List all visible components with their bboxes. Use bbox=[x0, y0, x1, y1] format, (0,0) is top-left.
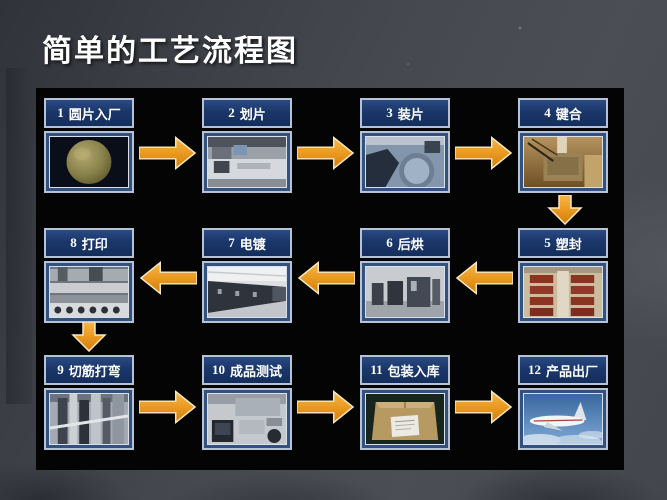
step-label: 产品出厂 bbox=[545, 363, 598, 379]
step-label: 打印 bbox=[81, 236, 108, 252]
step-box-8: 8 打印 bbox=[44, 228, 134, 323]
step-number: 8 bbox=[70, 235, 77, 250]
step-box-4: 4 键合 bbox=[518, 98, 608, 193]
wire-bonder-photo bbox=[524, 137, 602, 187]
step-9-photo bbox=[44, 388, 134, 450]
wafer-photo bbox=[50, 137, 128, 187]
step-label: 电镀 bbox=[239, 236, 266, 252]
step-8-header: 8 打印 bbox=[44, 228, 134, 258]
step-12-header: 12 产品出厂 bbox=[518, 355, 608, 385]
step-label: 键合 bbox=[555, 106, 582, 122]
baking-oven-photo bbox=[366, 267, 444, 317]
step-number: 1 bbox=[57, 105, 64, 120]
marking-machine-photo bbox=[50, 267, 128, 317]
step-number: 10 bbox=[211, 362, 225, 377]
step-number: 6 bbox=[386, 235, 393, 250]
step-1-photo bbox=[44, 131, 134, 193]
step-box-1: 1 圆片入厂 bbox=[44, 98, 134, 193]
step-12-photo bbox=[518, 388, 608, 450]
step-4-photo bbox=[518, 131, 608, 193]
step-number: 7 bbox=[228, 235, 235, 250]
step-label: 圆片入厂 bbox=[68, 106, 121, 122]
arrow-down-4-5-icon bbox=[547, 195, 583, 225]
airplane-photo bbox=[524, 394, 602, 444]
step-3-photo bbox=[360, 131, 450, 193]
arrow-right-3-4-icon bbox=[455, 136, 513, 170]
step-number: 9 bbox=[57, 362, 64, 377]
step-9-header: 9 切筋打弯 bbox=[44, 355, 134, 385]
plating-line-photo bbox=[208, 267, 286, 317]
step-box-3: 3 装片 bbox=[360, 98, 450, 193]
step-number: 4 bbox=[544, 105, 551, 120]
background-texture bbox=[6, 68, 32, 404]
step-label: 划片 bbox=[239, 106, 266, 122]
arrow-right-9-10-icon bbox=[139, 390, 197, 424]
step-box-5: 5 塑封 bbox=[518, 228, 608, 323]
step-6-photo bbox=[360, 261, 450, 323]
arrow-right-11-12-icon bbox=[455, 390, 513, 424]
step-label: 装片 bbox=[397, 106, 424, 122]
arrow-left-6-7-icon bbox=[297, 261, 355, 295]
step-label: 切筋打弯 bbox=[68, 363, 121, 379]
arrow-down-8-9-icon bbox=[71, 322, 107, 352]
step-10-header: 10 成品测试 bbox=[202, 355, 292, 385]
step-box-10: 10 成品测试 bbox=[202, 355, 292, 450]
step-2-photo bbox=[202, 131, 292, 193]
step-2-header: 2 划片 bbox=[202, 98, 292, 128]
step-box-11: 11 包装入库 bbox=[360, 355, 450, 450]
step-7-header: 7 电镀 bbox=[202, 228, 292, 258]
step-8-photo bbox=[44, 261, 134, 323]
page-title: 简单的工艺流程图 bbox=[42, 35, 298, 68]
step-7-photo bbox=[202, 261, 292, 323]
test-station-photo bbox=[208, 394, 286, 444]
packing-box-photo bbox=[366, 394, 444, 444]
step-number: 5 bbox=[544, 235, 551, 250]
arrow-right-1-2-icon bbox=[139, 136, 197, 170]
step-number: 11 bbox=[370, 362, 383, 377]
step-label: 成品测试 bbox=[229, 363, 282, 379]
step-4-header: 4 键合 bbox=[518, 98, 608, 128]
step-label: 包装入库 bbox=[387, 363, 440, 379]
step-5-header: 5 塑封 bbox=[518, 228, 608, 258]
step-number: 3 bbox=[386, 105, 393, 120]
arrow-left-7-8-icon bbox=[139, 261, 197, 295]
arrow-right-2-3-icon bbox=[297, 136, 355, 170]
step-box-2: 2 划片 bbox=[202, 98, 292, 193]
step-number: 2 bbox=[228, 105, 235, 120]
die-attach-machine-photo bbox=[366, 137, 444, 187]
arrow-right-10-11-icon bbox=[297, 390, 355, 424]
step-box-9: 9 切筋打弯 bbox=[44, 355, 134, 450]
step-6-header: 6 后烘 bbox=[360, 228, 450, 258]
step-1-header: 1 圆片入厂 bbox=[44, 98, 134, 128]
trim-form-machine-photo bbox=[50, 394, 128, 444]
step-box-7: 7 电镀 bbox=[202, 228, 292, 323]
step-label: 后烘 bbox=[397, 236, 424, 252]
step-11-header: 11 包装入库 bbox=[360, 355, 450, 385]
step-3-header: 3 装片 bbox=[360, 98, 450, 128]
step-10-photo bbox=[202, 388, 292, 450]
dicing-machine-photo bbox=[208, 137, 286, 187]
step-box-6: 6 后烘 bbox=[360, 228, 450, 323]
step-label: 塑封 bbox=[555, 236, 582, 252]
flow-diagram: 1 圆片入厂 2 划片 bbox=[36, 88, 624, 470]
step-5-photo bbox=[518, 261, 608, 323]
step-11-photo bbox=[360, 388, 450, 450]
step-number: 12 bbox=[527, 362, 541, 377]
arrow-left-5-6-icon bbox=[455, 261, 513, 295]
molding-press-photo bbox=[524, 267, 602, 317]
step-box-12: 12 产品出厂 bbox=[518, 355, 608, 450]
